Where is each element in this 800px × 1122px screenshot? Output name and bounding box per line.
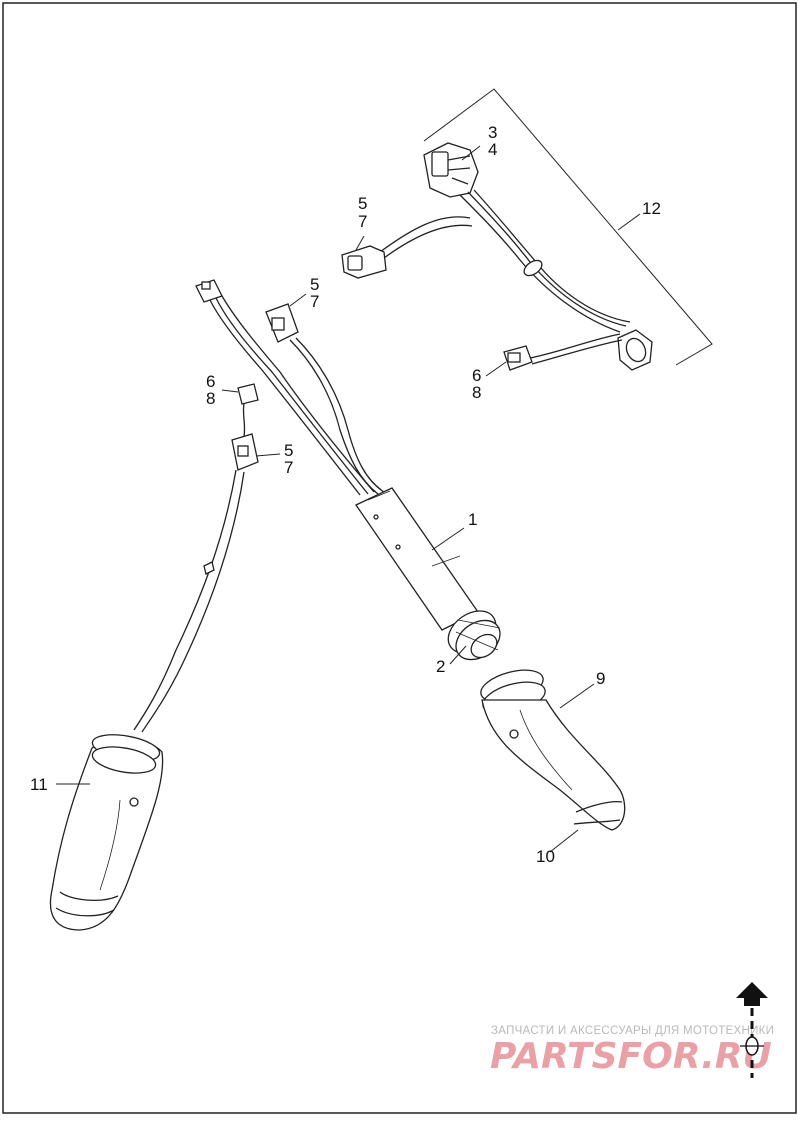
callout-1: 1 <box>468 510 477 529</box>
callout-7-upper: 7 <box>358 212 367 231</box>
callout-7-middle: 7 <box>310 292 319 311</box>
callout-9: 9 <box>596 669 605 688</box>
watermark-tagline: ЗАПЧАСТИ И АКСЕССУАРЫ ДЛЯ МОТОТЕХНИКИ <box>491 1025 774 1037</box>
watermark: ЗАПЧАСТИ И АКСЕССУАРЫ ДЛЯ МОТОТЕХНИКИ PA… <box>490 982 774 1078</box>
right-grip-9 <box>480 669 626 831</box>
callout-4: 4 <box>488 140 497 159</box>
leader-lines <box>56 145 641 853</box>
callout-7-lower: 7 <box>284 458 293 477</box>
callout-labels: 3 4 5 7 12 5 7 6 8 5 7 6 8 1 2 9 11 10 <box>30 123 661 866</box>
callout-8-left: 8 <box>206 389 215 408</box>
callout-8-right: 8 <box>472 383 481 402</box>
callout-11: 11 <box>30 775 48 794</box>
callout-5-lower: 5 <box>284 441 293 460</box>
callout-12: 12 <box>642 199 661 218</box>
callout-2: 2 <box>436 657 445 676</box>
callout-3: 3 <box>488 123 497 142</box>
watermark-brand: PARTSFOR.RU <box>490 1036 772 1077</box>
switch-housing-harness-1 <box>195 279 501 661</box>
callout-5-middle: 5 <box>310 275 319 294</box>
callout-6-left: 6 <box>206 372 215 391</box>
callout-10: 10 <box>536 847 555 866</box>
harness-assembly-12 <box>341 88 713 371</box>
callout-6-right: 6 <box>472 366 481 385</box>
left-grip-harness <box>49 383 259 931</box>
arrow-up-pin-icon <box>736 982 768 1078</box>
callout-5-upper: 5 <box>358 194 367 213</box>
